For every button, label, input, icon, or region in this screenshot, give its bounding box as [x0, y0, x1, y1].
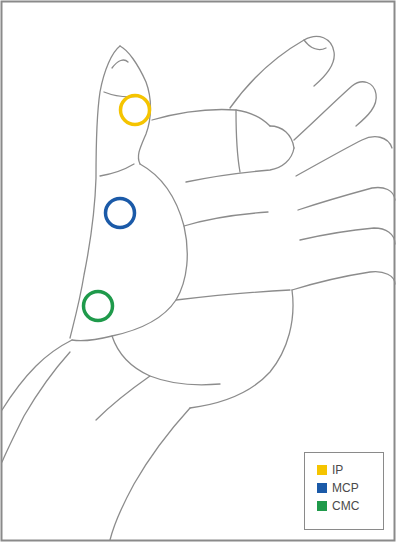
joint-markers	[84, 96, 150, 321]
legend-row: MCP	[317, 479, 383, 497]
legend-row: CMC	[317, 497, 383, 515]
cmc-joint-circle	[84, 292, 113, 321]
legend-row: IP	[317, 461, 383, 479]
legend-label: MCP	[332, 481, 359, 495]
legend-swatch	[317, 465, 327, 475]
legend-box: IP MCP CMC	[304, 452, 384, 530]
hand-outline	[2, 36, 395, 540]
legend-swatch	[317, 483, 327, 493]
legend-swatch	[317, 501, 327, 511]
legend-label: CMC	[332, 499, 359, 513]
ip-joint-circle	[121, 96, 150, 125]
legend-label: IP	[332, 463, 343, 477]
mcp-joint-circle	[106, 199, 135, 228]
